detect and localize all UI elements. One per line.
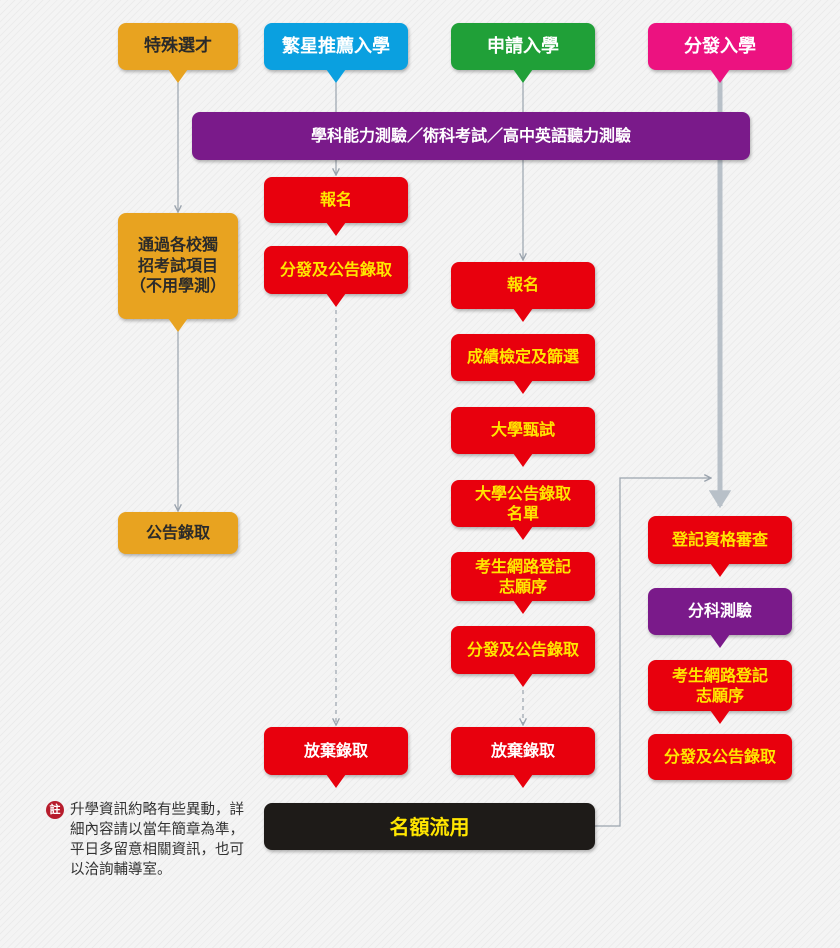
- header-application-admission: 申請入學: [451, 23, 595, 83]
- apply-list-line-1: 大學公告錄取: [474, 483, 571, 503]
- star-admit-box: 分發及公告錄取: [264, 246, 408, 307]
- footnote: 註 升學資訊約略有些異動，詳細內容請以當年簡章為準，平日多留意相關資訊，也可以洽…: [46, 800, 246, 880]
- header-special-selection: 特殊選才: [118, 23, 238, 83]
- star-waive-box: 放棄錄取: [264, 727, 408, 788]
- apply-waive-box: 放棄錄取: [451, 727, 595, 788]
- header-distribution-admission: 分發入學: [648, 23, 792, 83]
- special-exam-box: 通過各校獨 招考試項目 （不用學測）: [118, 213, 238, 332]
- distribute-exam-box: 分科測驗: [648, 588, 792, 648]
- note-text: 升學資訊約略有些異動，詳細內容請以當年簡章為準，平日多留意相關資訊，也可以洽詢輔…: [70, 802, 244, 878]
- apply-list-box: 大學公告錄取 名單: [451, 480, 595, 540]
- apply-list-line-2: 名單: [506, 503, 539, 523]
- distribute-review-box: 登記資格審查: [648, 516, 792, 577]
- distribute-registration-box: 考生網路登記 志願序: [648, 660, 792, 724]
- apply-screening-box: 成績檢定及篩選: [451, 334, 595, 394]
- distribute-registration-line-1: 考生網路登記: [671, 665, 768, 685]
- exam-bar: 學科能力測驗／術科考試／高中英語聽力測驗: [192, 112, 750, 160]
- quota-transfer-box: 名額流用: [264, 803, 595, 850]
- note-badge: 註: [46, 801, 64, 819]
- special-exam-line-3: （不用學測）: [129, 276, 226, 296]
- apply-admit-box: 分發及公告錄取: [451, 626, 595, 687]
- apply-interview-box: 大學甄試: [451, 407, 595, 467]
- star-register-box: 報名: [264, 177, 408, 236]
- apply-registration-line-2: 志願序: [498, 576, 547, 596]
- apply-register-box: 報名: [451, 262, 595, 322]
- special-exam-line-1: 通過各校獨: [137, 234, 218, 254]
- distribute-registration-line-2: 志願序: [695, 685, 744, 705]
- apply-registration-box: 考生網路登記 志願序: [451, 552, 595, 614]
- special-admit-box: 公告錄取: [118, 512, 238, 554]
- header-star-recommendation: 繁星推薦入學: [264, 23, 408, 83]
- special-exam-line-2: 招考試項目: [137, 255, 218, 275]
- distribute-admit-box: 分發及公告錄取: [648, 734, 792, 780]
- apply-registration-line-1: 考生網路登記: [474, 556, 571, 576]
